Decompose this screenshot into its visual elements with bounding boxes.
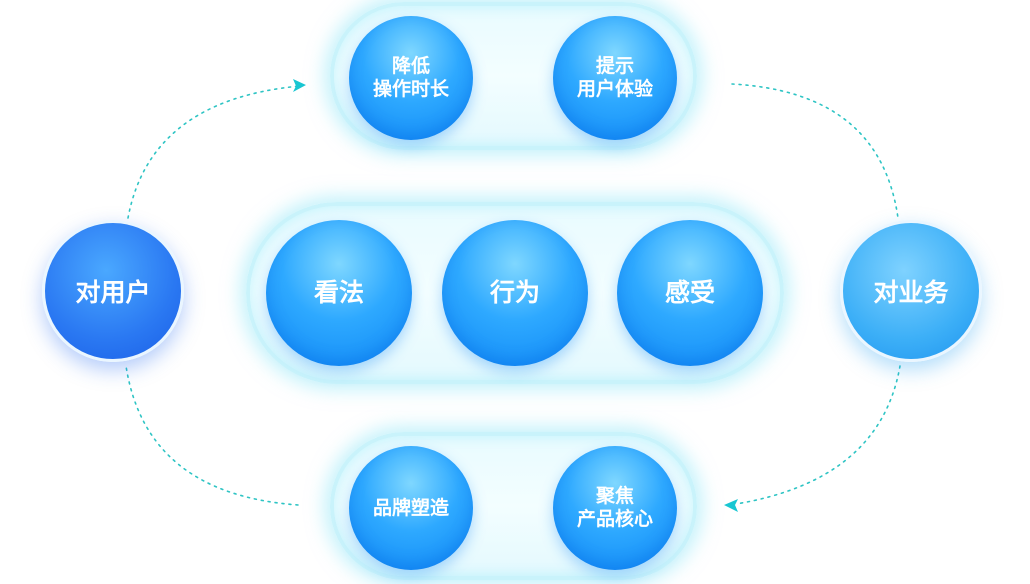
- connector-top-right: [731, 83, 899, 219]
- circle-label: 看法: [313, 278, 364, 307]
- connector-bottom-left: [125, 365, 299, 506]
- node-for-users-label: 对用户: [75, 278, 151, 307]
- node-for-business: 对业务: [840, 220, 982, 362]
- circle-label-line1: 品牌塑造: [372, 496, 449, 519]
- circle-label: 行为: [489, 278, 540, 307]
- node-for-business-label: 对业务: [873, 278, 949, 307]
- circle-label-line1: 降低: [391, 55, 430, 78]
- circle-opinion: 看法: [266, 220, 412, 366]
- circle-feeling: 感受: [617, 220, 763, 366]
- arrow-right-icon: [293, 79, 306, 92]
- circle-focus-product-core: 聚焦 产品核心: [553, 446, 677, 570]
- circle-label-line1: 聚焦: [595, 485, 634, 508]
- arrow-left-icon: [724, 499, 738, 512]
- connector-right-bottom: [735, 365, 901, 505]
- circle-label-line2: 用户体验: [576, 78, 653, 100]
- node-for-users: 对用户: [42, 220, 184, 362]
- circle-reduce-operation-time: 降低 操作时长: [349, 16, 473, 140]
- circle-behavior: 行为: [442, 220, 588, 366]
- circle-brand-building: 品牌塑造: [349, 446, 473, 570]
- circle-label-line1: 提示: [595, 55, 634, 78]
- circle-label-line2: 操作时长: [372, 78, 449, 100]
- circle-improve-user-experience: 提示 用户体验: [553, 16, 677, 140]
- connector-left-top: [127, 85, 301, 219]
- circle-label-line2: 产品核心: [576, 508, 653, 530]
- circle-label: 感受: [664, 278, 715, 307]
